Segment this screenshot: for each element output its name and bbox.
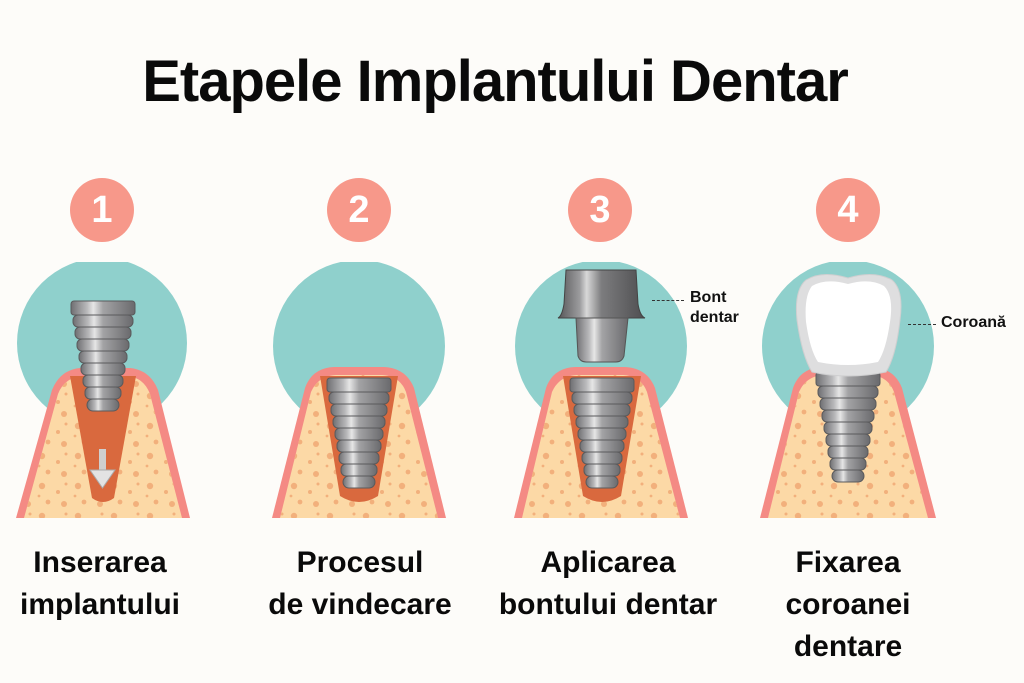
step-3: 3 Bont dentar Aplicarea bontului dentar [499, 0, 740, 683]
implant-insertion-icon [16, 262, 190, 518]
implant-healing-icon [272, 262, 446, 518]
crown-icon [760, 262, 936, 518]
step-caption: Procesul de vindecare [268, 546, 452, 621]
callout-line [652, 300, 684, 301]
step-caption: Fixarea coroanei dentare [785, 546, 911, 663]
abutment-callout: Bont dentar [690, 289, 739, 326]
step-4: 4 Coroană Fixarea coroanei dentare [750, 0, 1006, 683]
step-number-badge: 4 [816, 178, 880, 242]
step-2: 2 Procesul de vindecare [255, 0, 495, 683]
step-number-badge: 1 [70, 178, 134, 242]
step-number-badge: 3 [568, 178, 632, 242]
page-title: Etapele Implantului Dentar [142, 49, 849, 114]
step-caption: Aplicarea bontului dentar [498, 546, 718, 621]
step-caption: Inserarea implantului [20, 546, 180, 621]
step-1: 1 Inserarea implantului [0, 0, 240, 683]
crown-callout: Coroană [941, 314, 1006, 331]
abutment-icon [514, 262, 688, 518]
callout-line [908, 324, 936, 325]
step-number-badge: 2 [327, 178, 391, 242]
